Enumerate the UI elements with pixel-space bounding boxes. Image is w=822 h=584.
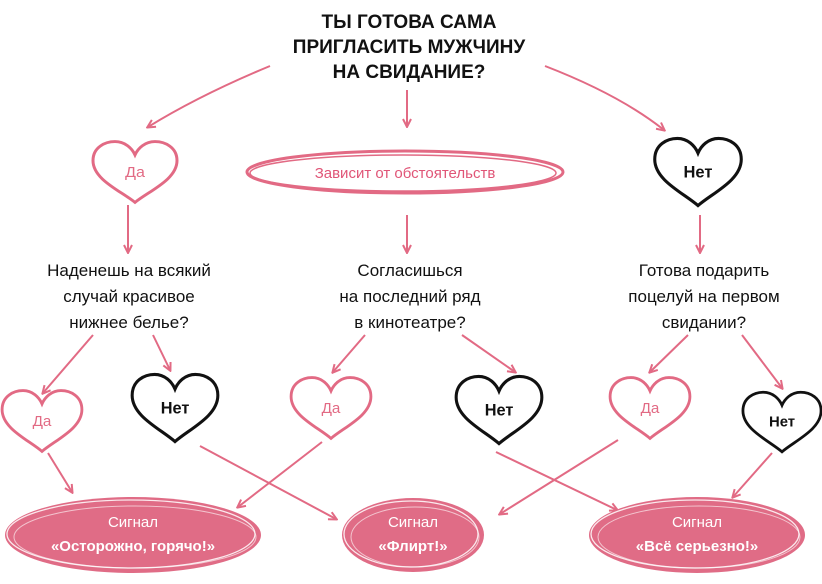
result-serious-label: «Всё серьезно!» bbox=[636, 538, 758, 555]
question-right: Готова подарить поцелуй на первом свидан… bbox=[628, 261, 779, 332]
question-right-line-1: Готова подарить bbox=[639, 261, 770, 280]
arrow-left-yes-to-hot bbox=[47, 452, 72, 492]
question-right-line-2: поцелуй на первом bbox=[628, 287, 779, 306]
heart-middle-yes: Да bbox=[289, 376, 373, 440]
arrow-right-no-to-serious bbox=[733, 452, 773, 497]
heart-right-yes: Да bbox=[608, 376, 692, 440]
title: ТЫ ГОТОВА САМА ПРИГЛАСИТЬ МУЖЧИНУ НА СВИ… bbox=[293, 12, 526, 83]
arrow-middle-q-to-yes bbox=[333, 334, 366, 372]
heart-left-no-label: Нет bbox=[161, 398, 190, 417]
arrow-right-q-to-no bbox=[741, 334, 782, 388]
pill-depends: Зависит от обстоятельств bbox=[245, 149, 565, 195]
question-left-line-3: нижнее белье? bbox=[69, 313, 188, 332]
arrow-left-q-to-no bbox=[152, 334, 170, 370]
question-right-line-3: свидании? bbox=[662, 313, 746, 332]
arrow-left-q-to-yes bbox=[43, 334, 94, 393]
arrow-right-yes-to-flirt bbox=[500, 439, 619, 514]
result-hot-caption: Сигнал bbox=[108, 514, 158, 531]
heart-no-top: Нет bbox=[653, 136, 743, 208]
question-middle-line-3: в кинотеатре? bbox=[354, 313, 465, 332]
result-serious: Сигнал «Всё серьезно!» bbox=[589, 497, 805, 573]
title-line-1: ТЫ ГОТОВА САМА bbox=[322, 12, 497, 33]
heart-right-no: Нет bbox=[741, 390, 822, 454]
connectors bbox=[43, 65, 782, 519]
heart-right-yes-label: Да bbox=[641, 400, 660, 417]
heart-yes-top: Да bbox=[91, 140, 179, 204]
result-flirt-label: «Флирт!» bbox=[378, 538, 447, 555]
arrow-title-to-no bbox=[544, 65, 664, 130]
arrow-middle-no-to-serious bbox=[495, 451, 617, 510]
heart-left-no: Нет bbox=[130, 372, 220, 444]
heart-no-top-label: Нет bbox=[684, 162, 713, 181]
heart-middle-no-label: Нет bbox=[485, 400, 514, 419]
result-hot-label: «Осторожно, горячо!» bbox=[51, 538, 215, 555]
arrow-middle-yes-to-hot bbox=[238, 441, 323, 507]
heart-middle-no: Нет bbox=[454, 374, 544, 446]
arrow-left-no-to-flirt bbox=[199, 445, 336, 519]
arrow-right-q-to-yes bbox=[650, 334, 689, 372]
question-middle-line-1: Согласишься bbox=[357, 261, 462, 280]
question-left-line-2: случай красивое bbox=[63, 287, 195, 306]
result-serious-caption: Сигнал bbox=[672, 514, 722, 531]
pill-depends-label: Зависит от обстоятельств bbox=[315, 165, 496, 182]
question-middle-line-2: на последний ряд bbox=[339, 287, 480, 306]
arrow-title-to-yes bbox=[148, 65, 271, 127]
result-flirt: Сигнал «Флирт!» bbox=[342, 498, 484, 572]
question-middle: Согласишься на последний ряд в кинотеатр… bbox=[339, 261, 480, 332]
result-hot: Сигнал «Осторожно, горячо!» bbox=[5, 497, 261, 573]
heart-right-no-label: Нет bbox=[769, 415, 795, 431]
result-flirt-caption: Сигнал bbox=[388, 514, 438, 531]
heart-yes-top-label: Да bbox=[125, 164, 145, 181]
arrow-middle-q-to-no bbox=[461, 334, 515, 372]
question-left: Наденешь на всякий случай красивое нижне… bbox=[47, 261, 211, 332]
heart-left-yes: Да bbox=[0, 389, 84, 453]
title-line-3: НА СВИДАНИЕ? bbox=[333, 62, 486, 83]
title-line-2: ПРИГЛАСИТЬ МУЖЧИНУ bbox=[293, 37, 526, 58]
question-left-line-1: Наденешь на всякий bbox=[47, 261, 211, 280]
heart-left-yes-label: Да bbox=[33, 413, 52, 430]
heart-middle-yes-label: Да bbox=[322, 400, 341, 417]
